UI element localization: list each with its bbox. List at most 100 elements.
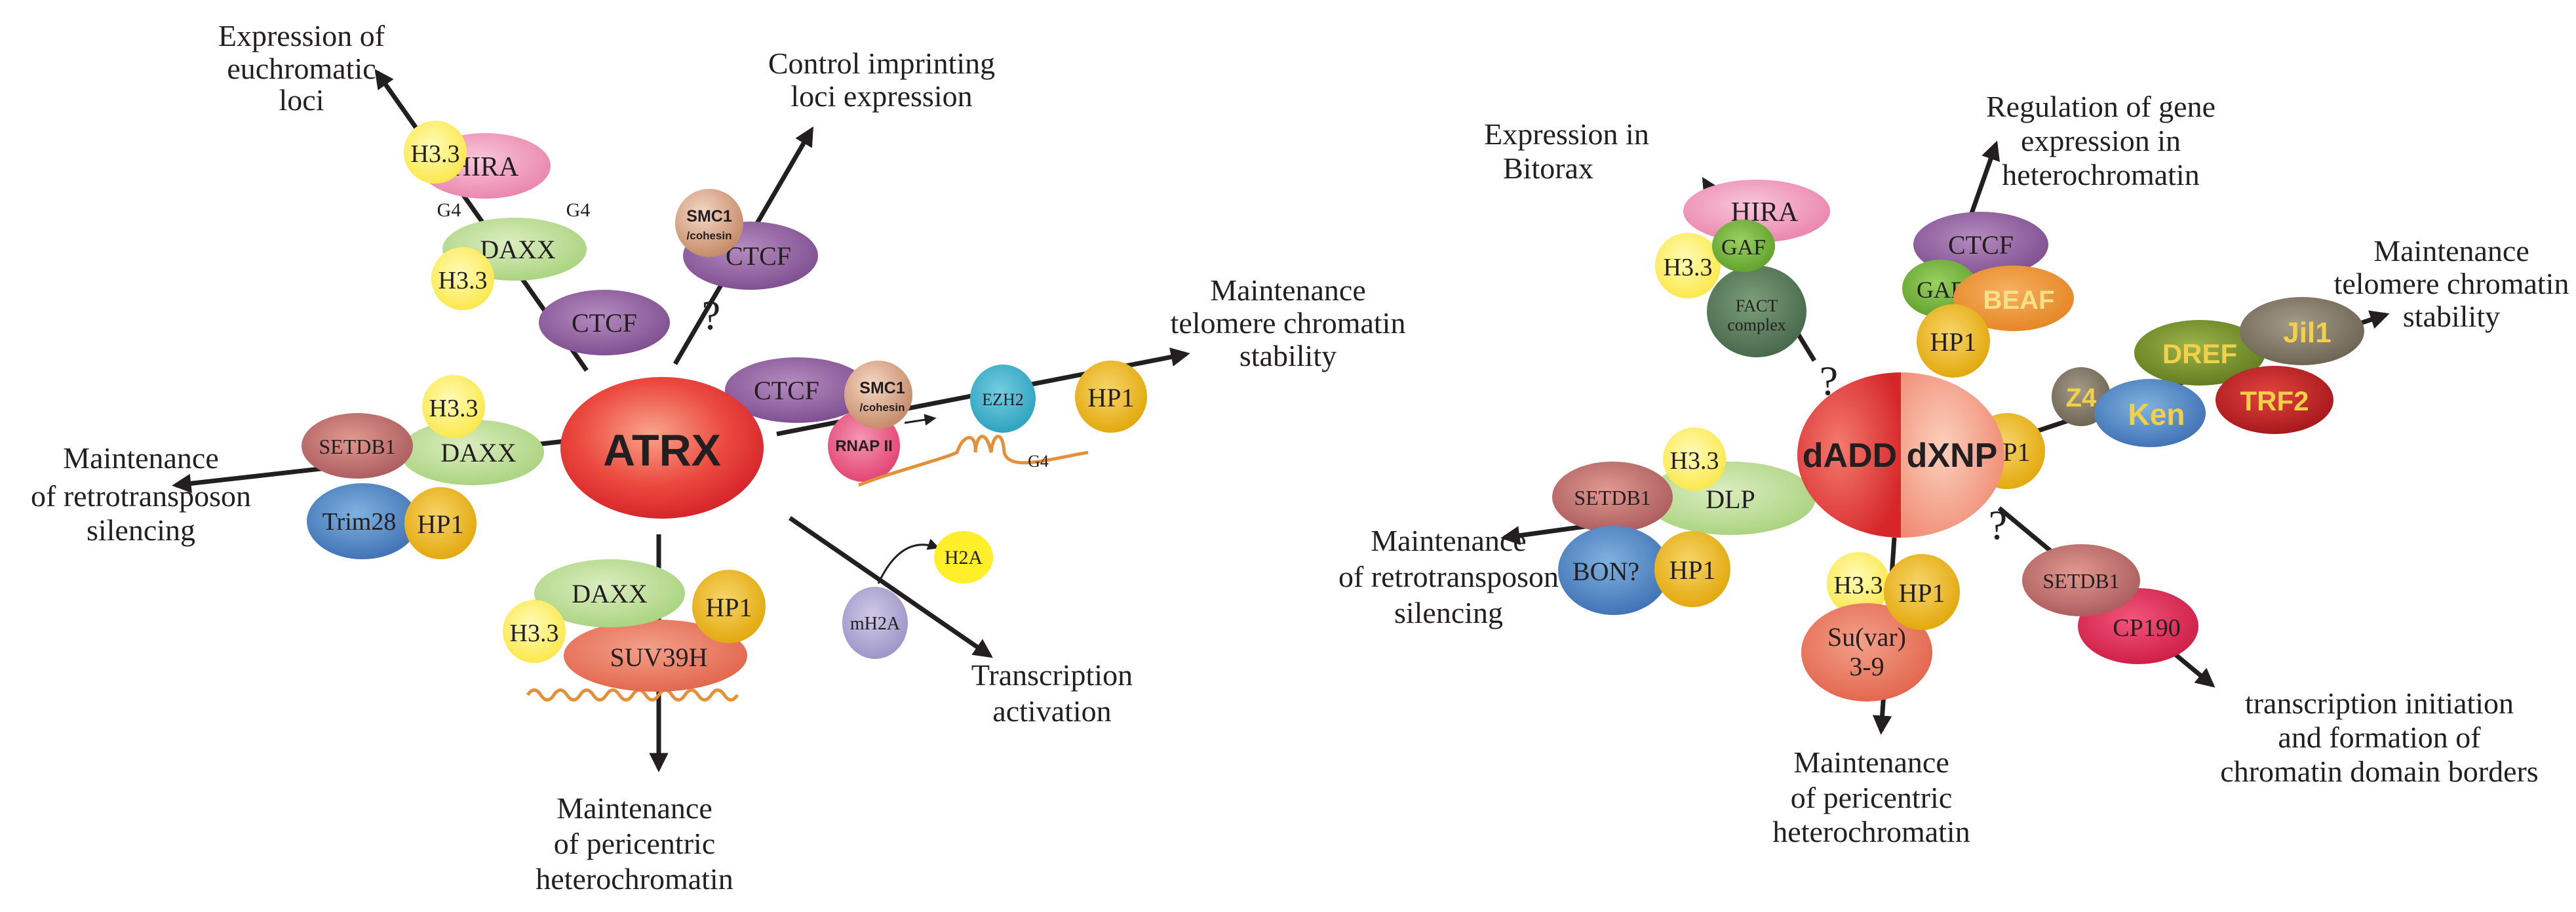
h2a-node xyxy=(934,531,993,584)
rnap-small-arrow xyxy=(904,414,937,426)
hp1-label-peri-right: HP1 xyxy=(1898,578,1945,608)
label-pericentric-right: Maintenance of pericentric heterochromat… xyxy=(1772,745,1970,848)
smc1-label-imprint-2: /cohesin xyxy=(687,229,732,242)
h2a-label: H2A xyxy=(945,547,983,568)
svg-text:activation: activation xyxy=(992,694,1111,728)
svg-text:Maintenance: Maintenance xyxy=(1371,524,1527,557)
hp1-label-retro: HP1 xyxy=(417,509,463,539)
h33-label-top: H3.3 xyxy=(411,140,460,168)
svg-text:telomere chromatin: telomere chromatin xyxy=(2334,267,2569,300)
svg-text:silencing: silencing xyxy=(87,513,195,547)
hira-node-right xyxy=(1683,180,1830,243)
dxnp-half xyxy=(1901,372,2004,538)
svg-text:Maintenance: Maintenance xyxy=(1210,273,1366,307)
h33-node-peri xyxy=(503,600,566,663)
trim28-node xyxy=(307,483,418,559)
beaf-label: BEAF xyxy=(1983,286,2055,315)
suvar-node xyxy=(1801,603,1932,702)
setdb1-node-right-b xyxy=(2022,544,2140,616)
ctcf-node-top xyxy=(539,290,670,355)
g4-label-a: G4 xyxy=(437,199,461,221)
bon-label: BON? xyxy=(1572,557,1639,586)
trim28-label: Trim28 xyxy=(322,508,397,536)
suv39h-node xyxy=(564,620,747,692)
svg-text:Maintenance: Maintenance xyxy=(1793,745,1949,779)
jil1-label: Jil1 xyxy=(2283,317,2331,349)
label-pericentric-left: Maintenance of pericentric heterochromat… xyxy=(536,791,733,896)
h33-label-retro: H3.3 xyxy=(429,395,478,422)
atrx-panel: HIRA H3.3 G4 G4 DAXX H3.3 CTCF ? CTCF SM… xyxy=(31,19,1405,896)
question-mark-left: ? xyxy=(702,292,720,338)
suvar-label-2: 3-9 xyxy=(1849,652,1884,681)
fact-label-1: FACT xyxy=(1736,296,1778,315)
smc1-label-telomere-1: SMC1 xyxy=(859,379,905,397)
smc1-node-imprint xyxy=(675,189,743,257)
hp1-node-peri-right xyxy=(1884,554,1960,630)
beaf-node xyxy=(1953,266,2074,331)
fact-node xyxy=(1707,266,1806,357)
svg-text:stability: stability xyxy=(2403,300,2500,333)
svg-text:of pericentric: of pericentric xyxy=(1791,781,1952,814)
label-telomere-left: Maintenance telomere chromatin stability xyxy=(1171,273,1406,372)
mh2a-label: mH2A xyxy=(850,614,901,634)
hp1-label-telomere: HP1 xyxy=(1087,383,1134,412)
gaf-node-bitorax xyxy=(1712,220,1775,272)
label-retro-right: Maintenance of retrotransposon silencing xyxy=(1338,524,1559,629)
setdb1-node-left xyxy=(302,413,413,479)
svg-text:Maintenance: Maintenance xyxy=(556,791,712,825)
ezh2-label: EZH2 xyxy=(982,390,1024,409)
svg-text:heterochromatin: heterochromatin xyxy=(1772,815,1970,848)
daxx-label-top: DAXX xyxy=(480,235,556,264)
h33-node-bitorax xyxy=(1655,233,1721,298)
jil1-node xyxy=(2240,297,2364,365)
ken-node xyxy=(2094,379,2206,447)
svg-text:telomere chromatin: telomere chromatin xyxy=(1171,306,1406,340)
svg-text:Regulation of gene: Regulation of gene xyxy=(1986,90,2215,123)
svg-text:chromatin domain borders: chromatin domain borders xyxy=(2220,755,2538,788)
mh2a-node xyxy=(842,587,908,659)
label-imprinting: Control imprinting loci expression xyxy=(768,47,995,113)
bon-node xyxy=(1558,526,1669,615)
svg-text:of pericentric: of pericentric xyxy=(554,827,715,860)
h33-node-mid xyxy=(431,247,494,310)
setdb1-label-right-b: SETDB1 xyxy=(2042,569,2119,593)
gaf-label-bitorax: GAF xyxy=(1721,235,1766,260)
ctcf-node-telomere xyxy=(725,357,869,423)
svg-text:Maintenance: Maintenance xyxy=(63,441,219,475)
hp1-node-gene xyxy=(1917,304,1990,378)
label-transcription-right: transcription initiation and formation o… xyxy=(2220,686,2538,788)
g4-label-c: G4 xyxy=(1028,452,1049,471)
atrx-label: ATRX xyxy=(603,426,721,475)
daxx-label-retro: DAXX xyxy=(440,438,517,467)
suv39h-label: SUV39H xyxy=(610,643,708,672)
ctcf-label-imprint: CTCF xyxy=(726,241,791,271)
hp1-label-retro-right: HP1 xyxy=(1669,555,1715,585)
svg-text:Expression of: Expression of xyxy=(218,19,385,52)
ken-label: Ken xyxy=(2128,397,2185,431)
mh2a-to-h2a-arrow xyxy=(877,538,940,584)
svg-text:heterochromatin: heterochromatin xyxy=(536,862,733,896)
arrow-transcription xyxy=(789,516,993,658)
dadd-dxnp-center: dADD dXNP xyxy=(1797,372,2004,538)
hp1-label-peri: HP1 xyxy=(705,593,752,622)
label-transcription-left: Transcription activation xyxy=(971,658,1133,728)
rnap-label: RNAP II xyxy=(835,437,893,455)
label-bitorax: Expression in Bitorax xyxy=(1484,117,1649,185)
hp1-label-gene: HP1 xyxy=(1930,327,1976,357)
question-mark-right-b: ? xyxy=(1989,502,2007,548)
svg-text:euchromatic: euchromatic xyxy=(227,52,376,85)
setdb1-node-right-a xyxy=(1552,462,1673,532)
daxx-node-peri xyxy=(534,559,685,627)
dna-strand-telomere xyxy=(858,435,1089,487)
dxnp-label: dXNP xyxy=(1907,437,1998,475)
ctcf-label-right: CTCF xyxy=(1948,230,2014,260)
smc1-node-telomere xyxy=(844,361,912,429)
h33-label-mid: H3.3 xyxy=(439,267,488,294)
cp190-label: CP190 xyxy=(2113,614,2180,642)
svg-text:expression in: expression in xyxy=(2021,124,2181,157)
svg-text:transcription initiation: transcription initiation xyxy=(2245,686,2514,720)
h33-label-peri: H3.3 xyxy=(510,620,559,647)
h33-label-peri-right: H3.3 xyxy=(1834,572,1883,599)
smc1-label-imprint-1: SMC1 xyxy=(686,207,732,226)
